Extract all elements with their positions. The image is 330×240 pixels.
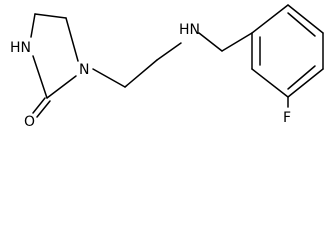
bond-ch2-aryl <box>221 32 253 52</box>
atom-label-nh-ring: HN <box>10 40 31 56</box>
bond-ring-c2-n3 <box>32 55 48 99</box>
bond-ring-n3-c4 <box>30 13 36 38</box>
atom-label-n-ring: N <box>79 62 89 78</box>
bond-aryl-inner-2 <box>287 65 316 90</box>
atom-label-carbonyl-o: O <box>24 114 35 127</box>
bond-ring-n1-c2 <box>46 75 77 99</box>
bond-carbonyl-b <box>36 100 51 118</box>
bond-aryl-inner-1 <box>287 12 316 37</box>
bond-aryl-c2-c3 <box>287 4 324 34</box>
atom-label-fluorine: F <box>283 110 291 126</box>
structure-canvas: HN N O HN F <box>10 4 324 127</box>
atom-label-nh-amine: HN <box>179 22 200 38</box>
bond-ch2-nh <box>156 42 182 61</box>
bond-aryl-c4-c5 <box>287 68 324 98</box>
bond-n1-ch2 <box>92 68 126 88</box>
bond-ch2-ch2 <box>124 59 158 88</box>
molecule-structure: HN N O HN F <box>10 4 324 127</box>
bond-carbonyl-a <box>32 97 46 114</box>
bond-nh-ch2 <box>198 32 223 52</box>
bond-ring-c5-n1 <box>65 17 79 62</box>
bond-aryl-c1-c2 <box>251 4 289 34</box>
bond-ring-c4-c5 <box>34 13 67 19</box>
bond-aryl-c5-c6 <box>251 68 289 98</box>
